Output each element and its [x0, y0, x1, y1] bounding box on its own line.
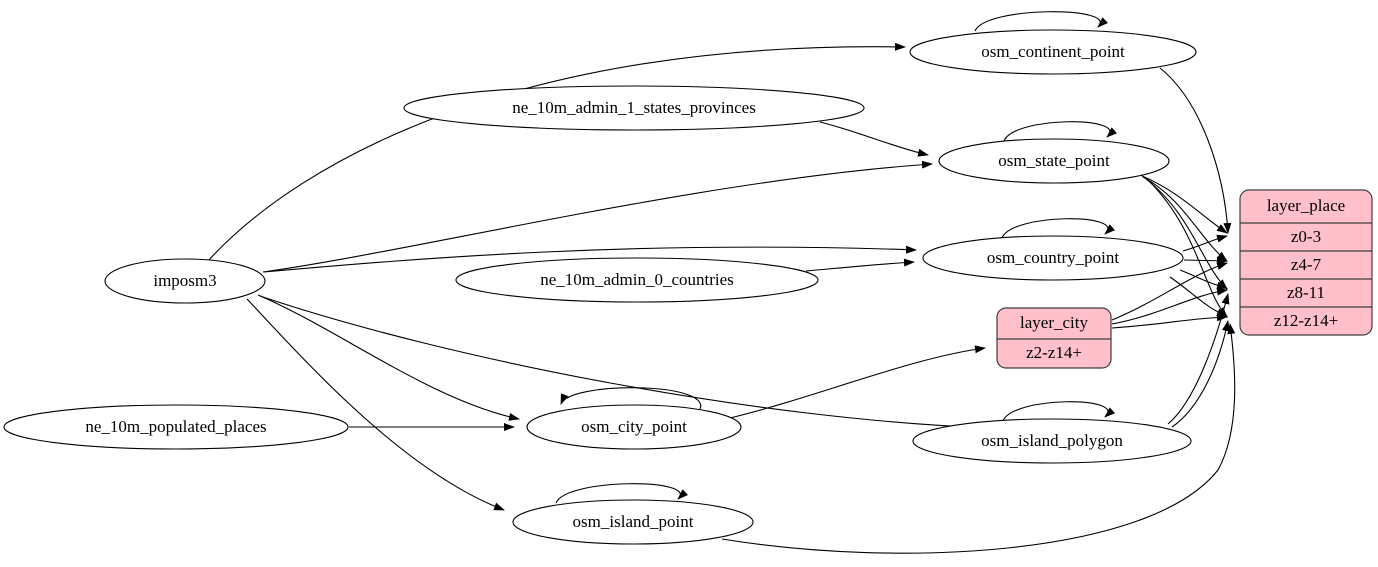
record-layer-place-row-z12-z14[interactable]: z12-z14+	[1274, 311, 1338, 330]
edge-layer-city-to-layer-place-z12-z14	[1111, 313, 1228, 329]
node-imposm3[interactable]: imposm3	[104, 258, 266, 304]
edge-self-loop-osm-island-polygon	[1002, 401, 1116, 422]
edge-layer-city-to-layer-place-z8-11	[1111, 287, 1228, 325]
record-layer-city-title: layer_city	[1020, 313, 1088, 332]
node-ne-populated-label: ne_10m_populated_places	[85, 417, 266, 436]
node-imposm3-label: imposm3	[153, 271, 216, 290]
node-osm-continent-point-label: osm_continent_point	[981, 42, 1125, 61]
node-osm-city-point[interactable]: osm_city_point	[526, 404, 742, 450]
record-layer-place-row-z4-7[interactable]: z4-7	[1291, 255, 1322, 274]
edge-ne-states-to-osm-state-point	[819, 121, 929, 157]
node-osm-island-point-label: osm_island_point	[573, 512, 694, 531]
node-osm-continent-point-shape[interactable]	[909, 29, 1197, 75]
node-ne-states-label: ne_10m_admin_1_states_provinces	[512, 98, 756, 117]
node-ne-countries-shape[interactable]	[455, 257, 819, 303]
node-osm-island-point[interactable]: osm_island_point	[512, 499, 754, 545]
record-layer-place-title: layer_place	[1267, 196, 1345, 215]
node-osm-state-point-shape[interactable]	[938, 138, 1170, 184]
edge-self-loop-osm-island-point	[555, 483, 688, 504]
node-ne-10m-admin-1-states-provinces[interactable]: ne_10m_admin_1_states_provinces	[403, 85, 865, 131]
edge-imposm3-to-osm-island-polygon	[259, 295, 994, 432]
record-layer-place-row-z8-11[interactable]: z8-11	[1287, 283, 1325, 302]
record-node-layer: layer_place z0-3 z4-7 z8-11 z12-z14+ lay…	[996, 189, 1373, 369]
edge-osm-island-polygon-to-layer-place-z12-z14	[1171, 320, 1230, 428]
edge-osm-island-polygon-to-layer-place-z8-11	[1167, 293, 1230, 425]
node-osm-country-point-label: osm_country_point	[987, 248, 1119, 267]
edge-osm-state-point-to-layer-place-z12-z14	[1148, 180, 1228, 318]
edge-self-loop-osm-country-point	[1001, 218, 1116, 239]
edge-imposm3-to-osm-continent-point	[207, 42, 906, 262]
node-ne-10m-populated-places[interactable]: ne_10m_populated_places	[3, 404, 349, 450]
node-osm-country-point[interactable]: osm_country_point	[922, 235, 1184, 281]
node-ne-10m-admin-0-countries[interactable]: ne_10m_admin_0_countries	[455, 257, 819, 303]
record-layer-city-row-z2-z14[interactable]: z2-z14+	[1026, 343, 1082, 362]
edge-osm-island-point-to-layer-place-z12-z14	[721, 323, 1236, 554]
edge-osm-state-point-to-layer-place-z8-11	[1145, 178, 1228, 290]
edge-osm-country-point-to-layer-place-z0-3	[1182, 234, 1228, 252]
edge-layer-city-to-layer-place-z4-7	[1111, 262, 1228, 321]
node-ne-populated-shape[interactable]	[3, 404, 349, 450]
edge-layer	[207, 11, 1236, 554]
edge-ne-countries-to-osm-country-point	[805, 258, 915, 272]
node-layer: imposm3 ne_10m_admin_1_states_provinces …	[3, 29, 1197, 545]
node-osm-state-point-label: osm_state_point	[998, 151, 1110, 170]
node-ne-states-shape[interactable]	[403, 85, 865, 131]
edge-osm-country-point-to-layer-place-z12-z14	[1169, 276, 1228, 317]
node-osm-state-point[interactable]: osm_state_point	[938, 138, 1170, 184]
edge-imposm3-to-osm-country-point	[263, 245, 917, 273]
edge-self-loop-osm-state-point	[1003, 121, 1118, 142]
node-osm-city-point-shape[interactable]	[526, 404, 742, 450]
edge-self-loop-osm-city-point	[560, 387, 701, 410]
node-osm-continent-point[interactable]: osm_continent_point	[909, 29, 1197, 75]
record-node-layer-city[interactable]: layer_city z2-z14+	[996, 307, 1112, 369]
node-imposm3-shape[interactable]	[104, 258, 266, 304]
edge-osm-country-point-to-layer-place-z4-7	[1183, 256, 1228, 265]
edge-osm-country-point-to-layer-place-z8-11	[1179, 269, 1228, 290]
node-ne-countries-label: ne_10m_admin_0_countries	[540, 270, 734, 289]
edge-osm-state-point-to-layer-place-z4-7	[1142, 176, 1228, 262]
record-layer-place-body[interactable]	[1239, 189, 1373, 336]
record-layer-place-row-z0-3[interactable]: z0-3	[1291, 227, 1321, 246]
record-layer-city-body[interactable]	[996, 307, 1112, 369]
record-node-layer-place[interactable]: layer_place z0-3 z4-7 z8-11 z12-z14+	[1239, 189, 1373, 336]
edge-imposm3-to-osm-island-point	[246, 298, 505, 511]
edge-osm-city-point-to-layer-city	[729, 345, 986, 419]
node-osm-island-polygon-label: osm_island_polygon	[981, 431, 1123, 450]
node-osm-island-point-shape[interactable]	[512, 499, 754, 545]
node-osm-country-point-shape[interactable]	[922, 235, 1184, 281]
edge-self-loop-osm-continent-point	[974, 11, 1108, 32]
edge-osm-state-point-to-layer-place-z0-3	[1139, 174, 1228, 234]
node-osm-island-polygon[interactable]: osm_island_polygon	[912, 418, 1192, 464]
edge-osm-continent-point-to-layer-place-z0-3	[1159, 67, 1232, 234]
edge-imposm3-to-osm-state-point	[262, 160, 933, 273]
node-osm-island-polygon-shape[interactable]	[912, 418, 1192, 464]
edge-imposm3-to-osm-city-point	[257, 294, 520, 421]
node-osm-city-point-label: osm_city_point	[581, 417, 687, 436]
